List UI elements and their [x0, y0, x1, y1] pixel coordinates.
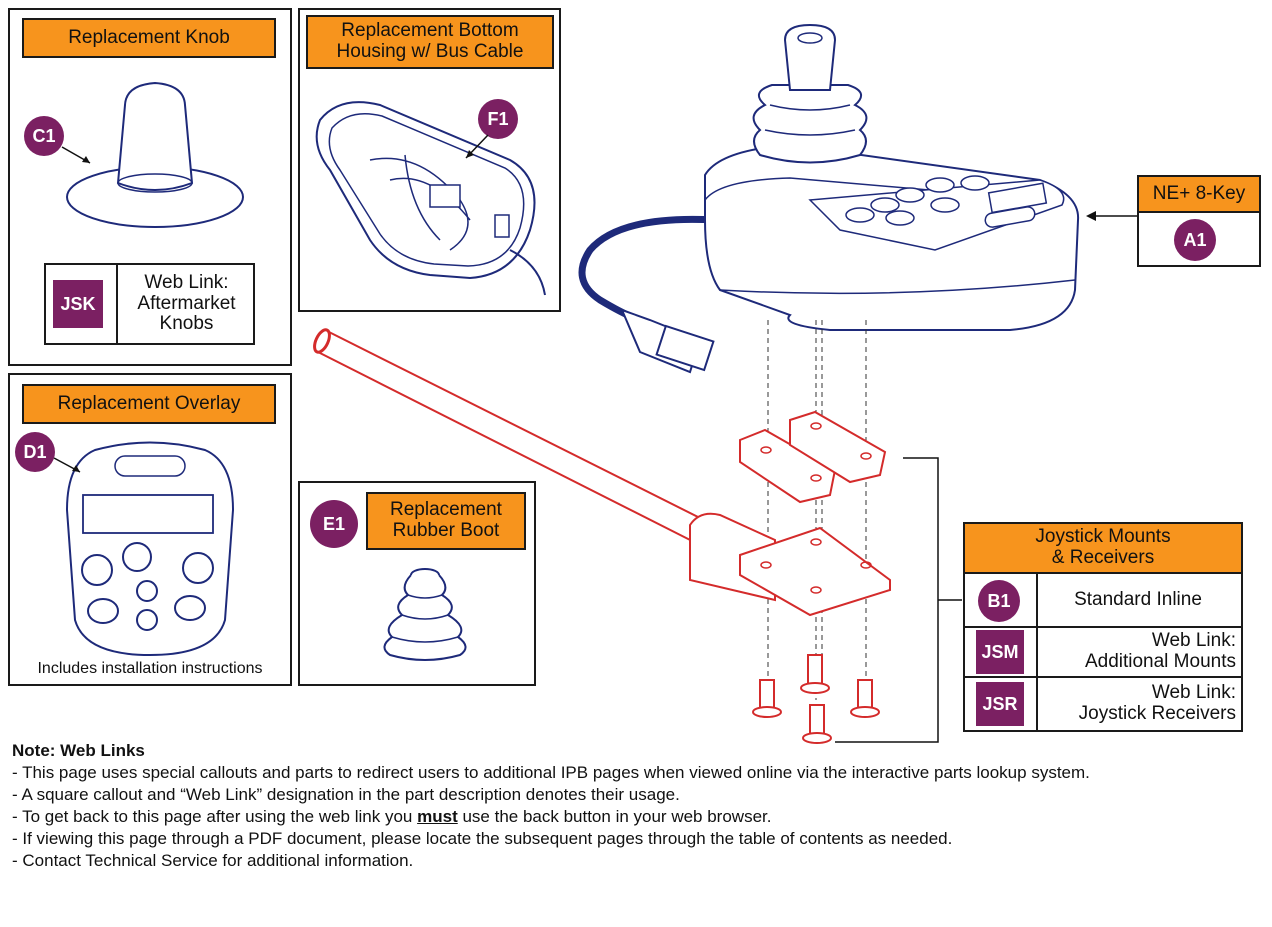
web-links-note: Note: Web Links - This page uses special… — [12, 740, 1262, 872]
f1-leader-arrow — [465, 134, 489, 159]
jsk-link-text[interactable]: Web Link: Aftermarket Knobs — [137, 271, 236, 335]
joystick-assembly-illustration — [313, 23, 1080, 744]
mounts-row-b1-text: Standard Inline — [1074, 588, 1202, 610]
a1-leader-arrow — [1086, 211, 1137, 221]
mounts-title-line2: & Receivers — [1051, 547, 1155, 568]
weblink-jsr[interactable]: JSR — [976, 682, 1024, 726]
note-line-5: - Contact Technical Service for addition… — [12, 851, 414, 870]
mounts-row-jsr-text[interactable]: Web Link: Joystick Receivers — [1078, 682, 1236, 724]
note-line-3-pre: - To get back to this page after using t… — [12, 807, 418, 826]
callout-b1[interactable]: B1 — [978, 580, 1020, 622]
weblink-jsk[interactable]: JSK — [53, 280, 103, 328]
weblink-jsm[interactable]: JSM — [976, 630, 1024, 674]
knob-title: Replacement Knob — [68, 26, 230, 48]
d1-leader-arrow — [53, 457, 81, 473]
callout-c1[interactable]: C1 — [24, 116, 64, 156]
mounts-title-line1: Joystick Mounts — [1035, 526, 1171, 548]
mounts-title-label: Joystick Mounts & Receivers — [963, 522, 1243, 574]
overlay-illustration — [65, 441, 235, 657]
callout-e1[interactable]: E1 — [310, 500, 358, 548]
note-line-4: - If viewing this page through a PDF doc… — [12, 829, 953, 848]
overlay-title: Replacement Overlay — [57, 392, 241, 414]
mounts-column-divider — [1036, 572, 1038, 732]
boot-title-label: Replacement Rubber Boot — [366, 492, 526, 550]
knob-title-label: Replacement Knob — [22, 18, 276, 58]
joystick-model: NE+ 8-Key — [1152, 182, 1246, 204]
boot-title-line2: Rubber Boot — [392, 520, 500, 541]
note-line-2: - A square callout and “Web Link” design… — [12, 785, 680, 804]
housing-illustration — [315, 101, 546, 296]
boot-illustration — [383, 568, 467, 661]
note-must: must — [417, 807, 458, 826]
callout-f1[interactable]: F1 — [478, 99, 518, 139]
callout-d1[interactable]: D1 — [15, 432, 55, 472]
c1-leader-arrow — [61, 146, 91, 164]
note-line-3: - To get back to this page after using t… — [12, 806, 1262, 828]
housing-title-line2: Housing w/ Bus Cable — [336, 41, 524, 62]
overlay-caption: Includes installation instructions — [37, 660, 263, 677]
mounts-row-jsm-text[interactable]: Web Link: Additional Mounts — [1084, 630, 1236, 672]
housing-title-line1: Replacement Bottom — [341, 20, 519, 42]
note-line-3-post: use the back button in your web browser. — [457, 807, 772, 826]
callout-a1[interactable]: A1 — [1174, 219, 1216, 261]
housing-title-label: Replacement Bottom Housing w/ Bus Cable — [306, 15, 554, 69]
boot-title-line1: Replacement — [390, 499, 502, 521]
note-heading: Note: Web Links — [12, 741, 145, 760]
knob-illustration — [66, 81, 244, 228]
joystick-model-label: NE+ 8-Key — [1137, 175, 1261, 213]
overlay-title-label: Replacement Overlay — [22, 384, 276, 424]
note-line-1: - This page uses special callouts and pa… — [12, 763, 1090, 782]
